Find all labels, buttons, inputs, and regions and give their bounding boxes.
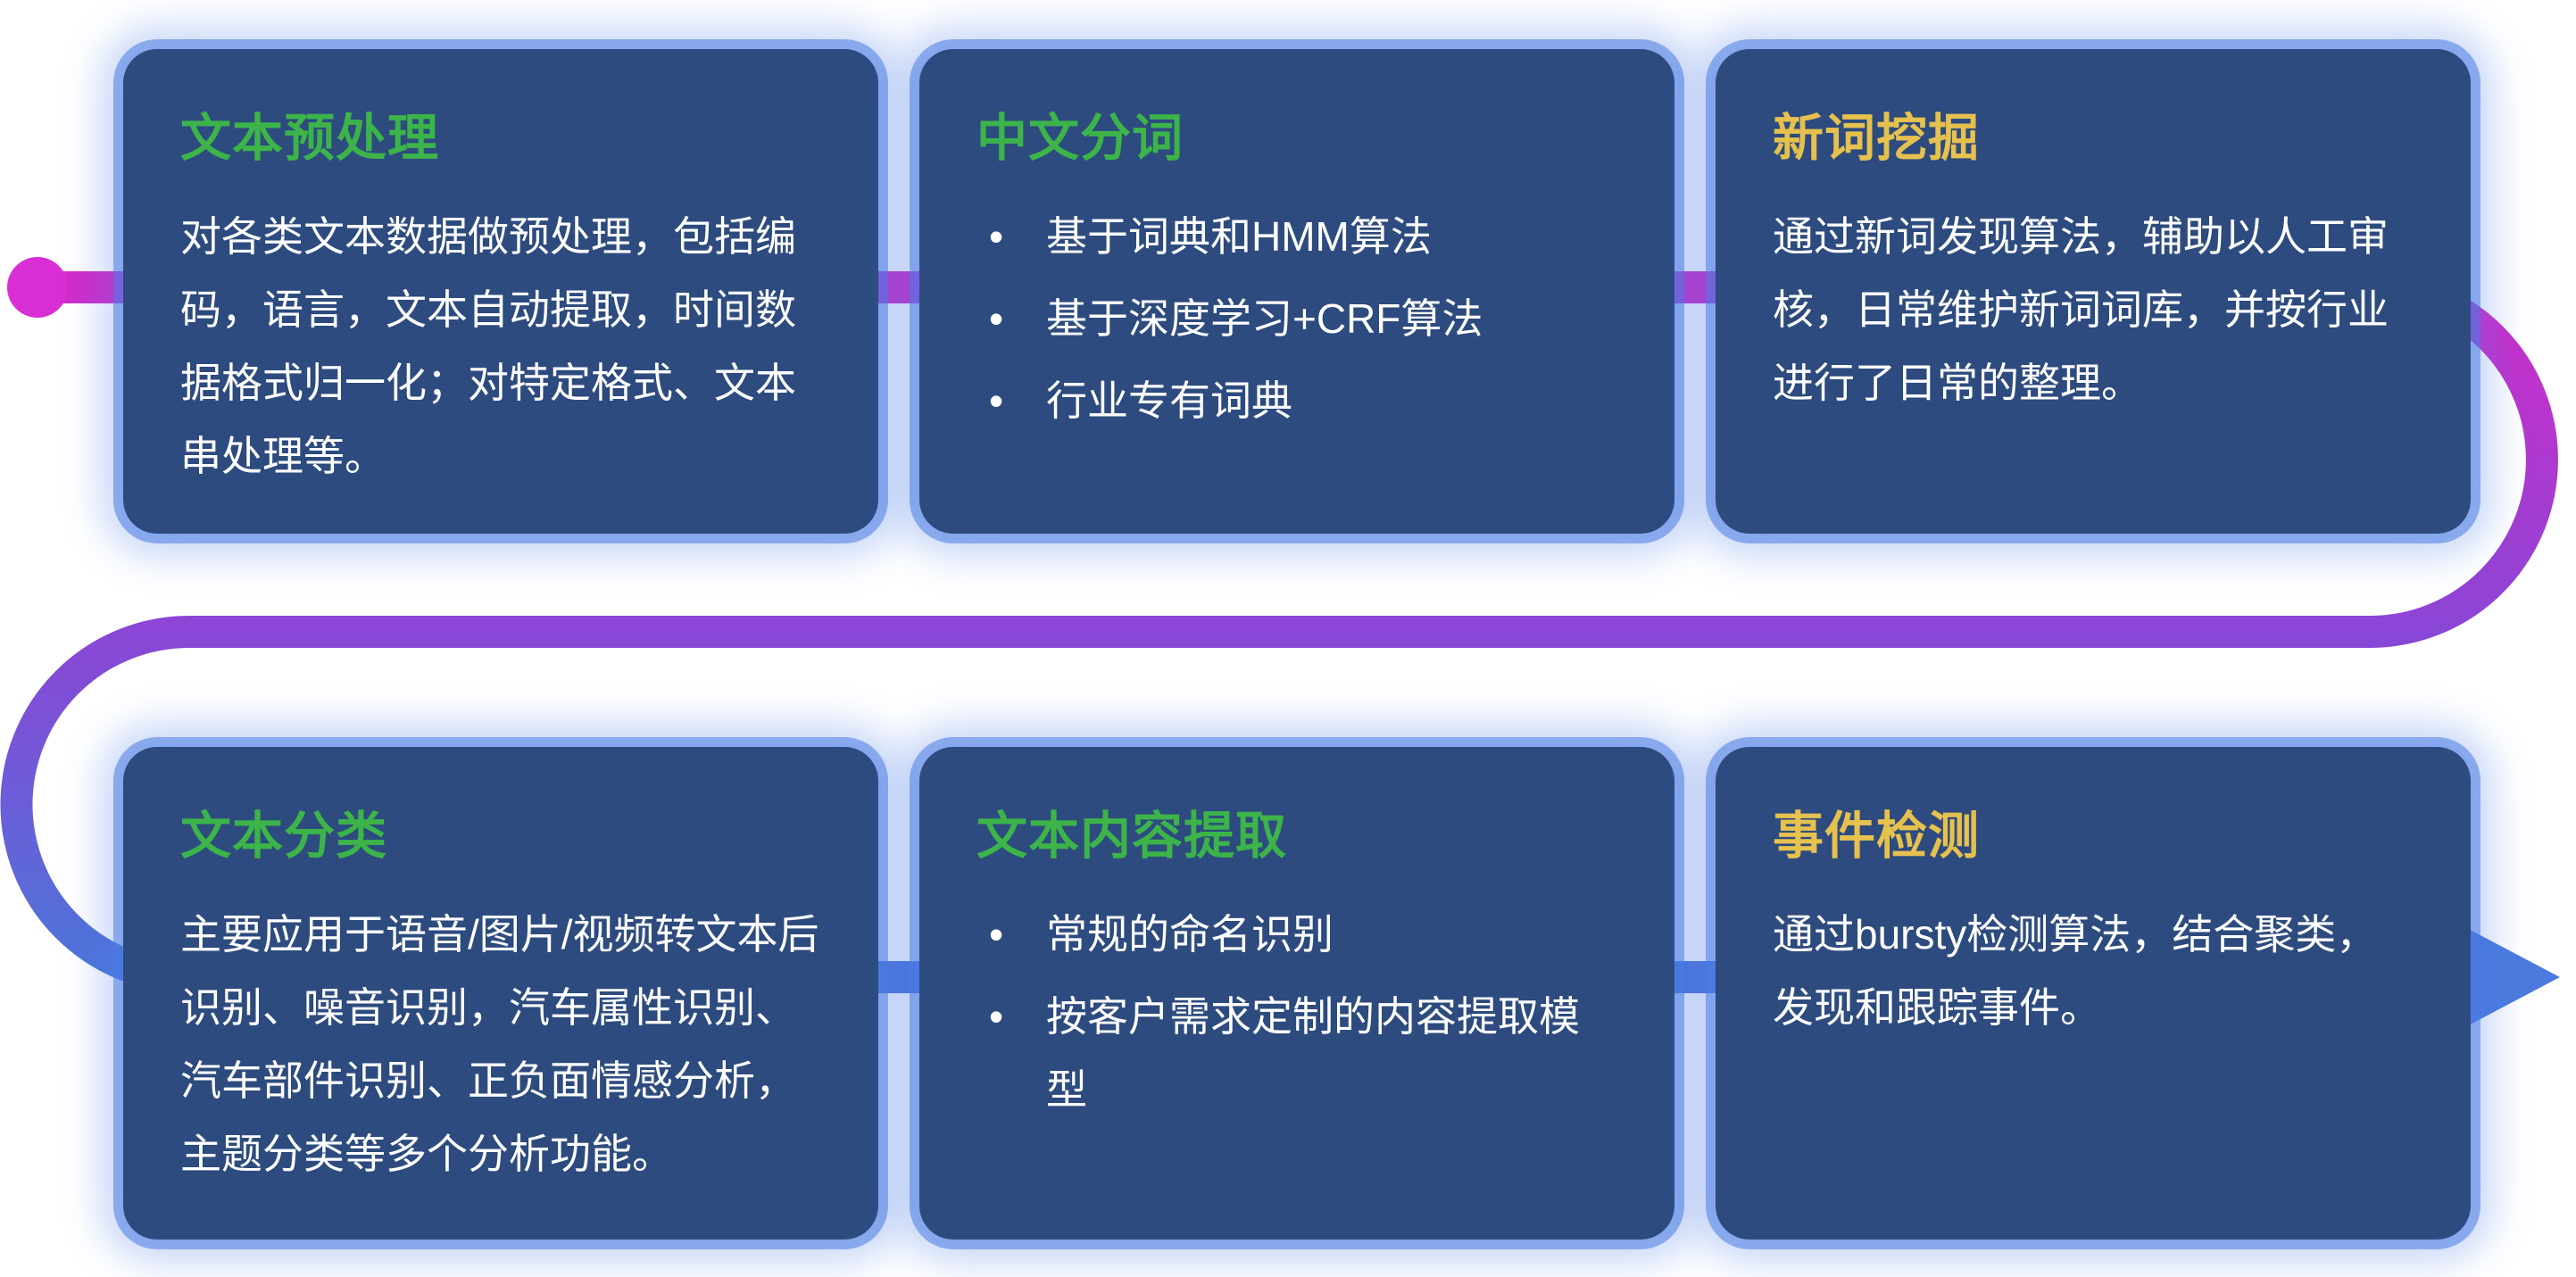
list-item: 常规的命名识别	[989, 899, 1617, 972]
list-item: 基于深度学习+CRF算法	[989, 283, 1617, 356]
card-event-detection: 事件检测 通过bursty检测算法，结合聚类，发现和跟踪事件。	[1716, 747, 2471, 1240]
list-item: 行业专有词典	[989, 365, 1617, 438]
flow-end-arrow-icon	[2464, 926, 2560, 1028]
card-title: 中文分词	[976, 110, 1184, 167]
list-item: 按客户需求定制的内容提取模型	[989, 981, 1617, 1127]
card-title: 文本分类	[180, 808, 387, 865]
card-title: 事件检测	[1773, 808, 1980, 865]
card-title: 文本内容提取	[976, 808, 1287, 865]
flow-start-dot	[7, 257, 68, 318]
card-text-classification: 文本分类 主要应用于语音/图片/视频转文本后识别、噪音识别，汽车属性识别、汽车部…	[123, 747, 878, 1240]
card-text-preprocessing: 文本预处理 对各类文本数据做预处理，包括编码，语言，文本自动提取，时间数据格式归…	[123, 49, 878, 534]
card-body: 通过bursty检测算法，结合聚类，发现和跟踪事件。	[1773, 911, 2378, 1031]
card-body: 通过新词发现算法，辅助以人工审核，日常维护新词词库，并按行业进行了日常的整理。	[1773, 213, 2389, 406]
flow-line	[0, 271, 2558, 993]
feature-list: 基于词典和HMM算法 基于深度学习+CRF算法 行业专有词典	[976, 201, 1617, 438]
card-title: 文本预处理	[180, 110, 439, 167]
feature-list: 常规的命名识别 按客户需求定制的内容提取模型	[976, 899, 1617, 1127]
card-body: 主要应用于语音/图片/视频转文本后识别、噪音识别，汽车属性识别、汽车部件识别、正…	[180, 911, 819, 1177]
list-item: 基于词典和HMM算法	[989, 201, 1617, 274]
card-new-word-mining: 新词挖掘 通过新词发现算法，辅助以人工审核，日常维护新词词库，并按行业进行了日常…	[1716, 49, 2471, 534]
card-chinese-word-segmentation: 中文分词 基于词典和HMM算法 基于深度学习+CRF算法 行业专有词典	[919, 49, 1674, 534]
card-text-content-extraction: 文本内容提取 常规的命名识别 按客户需求定制的内容提取模型	[919, 747, 1674, 1240]
card-body: 对各类文本数据做预处理，包括编码，语言，文本自动提取，时间数据格式归一化；对特定…	[180, 213, 796, 479]
card-title: 新词挖掘	[1773, 110, 1980, 167]
